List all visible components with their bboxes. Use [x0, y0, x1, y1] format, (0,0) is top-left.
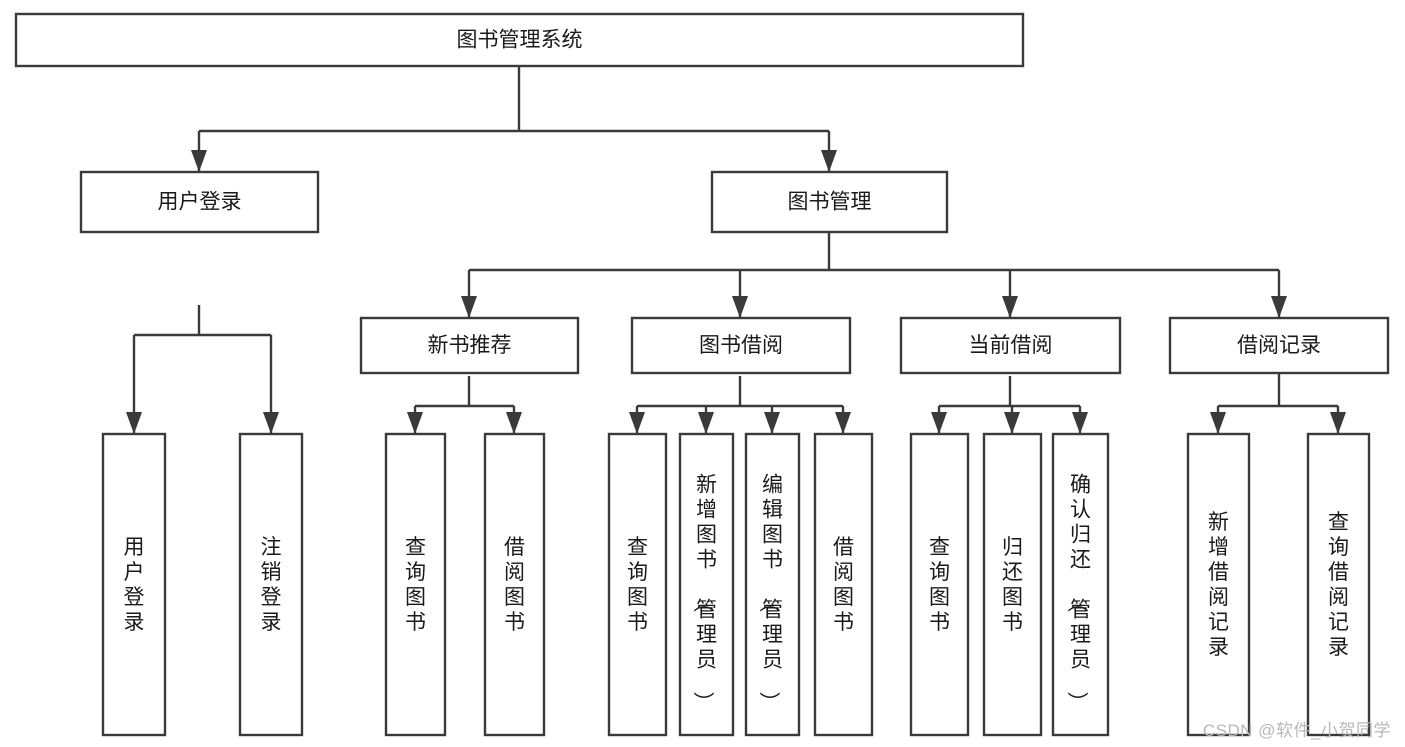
node-label-leaf-return-book: 归还图书 — [1002, 536, 1023, 634]
node-new-book-recommend[interactable]: 新书推荐 — [359, 316, 580, 375]
node-label-book-borrow: 图书借阅 — [699, 334, 783, 357]
arrow-head-icon — [821, 150, 837, 172]
arrow-head-icon — [1002, 296, 1018, 318]
arrow-head-icon — [1330, 412, 1346, 434]
arrow-head-icon — [263, 412, 279, 434]
node-label-new-book-recommend: 新书推荐 — [428, 334, 512, 357]
node-box-borrow-record — [1168, 316, 1390, 375]
node-book-borrow[interactable]: 图书借阅 — [630, 316, 852, 375]
arrow-head-icon — [931, 412, 947, 434]
node-leaf-query-record[interactable]: 查询借阅记录 — [1306, 432, 1371, 737]
arrow-head-icon — [698, 412, 714, 434]
node-leaf-logout[interactable]: 注销登录 — [238, 432, 304, 737]
node-box-root — [14, 12, 1025, 68]
node-book-manage[interactable]: 图书管理 — [710, 170, 949, 234]
node-leaf-query-book-3[interactable]: 查询图书 — [909, 432, 970, 737]
arrow-head-icon — [1210, 412, 1226, 434]
node-user-login[interactable]: 用户登录 — [79, 170, 320, 234]
node-leaf-edit-book[interactable]: 编辑图书（管理员） — [744, 432, 801, 737]
node-box-leaf-query-book-3 — [909, 432, 970, 737]
node-box-leaf-query-record — [1306, 432, 1371, 737]
node-label-book-manage: 图书管理 — [788, 191, 872, 214]
node-box-leaf-borrow-book-2 — [813, 432, 874, 737]
node-leaf-return-book[interactable]: 归还图书 — [982, 432, 1043, 737]
arrow-head-icon — [461, 296, 477, 318]
node-box-new-book-recommend — [359, 316, 580, 375]
arrow-head-icon — [407, 412, 423, 434]
arrow-head-icon — [835, 412, 851, 434]
node-leaf-query-book-1[interactable]: 查询图书 — [384, 432, 447, 737]
arrow-head-icon — [126, 412, 142, 434]
arrow-head-icon — [191, 150, 207, 172]
node-root[interactable]: 图书管理系统 — [14, 12, 1025, 68]
node-box-book-manage — [710, 170, 949, 234]
arrow-head-icon — [1072, 412, 1088, 434]
node-box-book-borrow — [630, 316, 852, 375]
node-leaf-add-book[interactable]: 新增图书（管理员） — [678, 432, 735, 737]
node-box-leaf-query-book-2 — [607, 432, 668, 737]
node-box-leaf-edit-book — [744, 432, 801, 737]
node-box-leaf-add-record — [1186, 432, 1251, 737]
node-label-borrow-record: 借阅记录 — [1237, 334, 1321, 357]
connectors-layer — [126, 66, 1346, 434]
node-box-leaf-user-login — [101, 432, 167, 737]
arrow-head-icon — [629, 412, 645, 434]
node-label-user-login: 用户登录 — [158, 191, 242, 214]
node-leaf-borrow-book-2[interactable]: 借阅图书 — [813, 432, 874, 737]
node-leaf-user-login[interactable]: 用户登录 — [101, 432, 167, 737]
node-label-leaf-query-book-2: 查询图书 — [627, 536, 648, 634]
node-box-user-login — [79, 170, 320, 234]
arrow-head-icon — [732, 296, 748, 318]
node-label-leaf-logout: 注销登录 — [261, 536, 282, 634]
node-label-leaf-user-login: 用户登录 — [124, 536, 145, 634]
node-leaf-add-record[interactable]: 新增借阅记录 — [1186, 432, 1251, 737]
arrow-head-icon — [506, 412, 522, 434]
node-box-leaf-query-book-1 — [384, 432, 447, 737]
node-leaf-borrow-book-1[interactable]: 借阅图书 — [483, 432, 546, 737]
node-label-leaf-edit-book: 编辑图书（管理员） — [757, 474, 783, 713]
arrow-head-icon — [1271, 296, 1287, 318]
nodes-layer: 图书管理系统用户登录图书管理新书推荐图书借阅当前借阅借阅记录用户登录注销登录查询… — [14, 12, 1390, 737]
node-box-leaf-return-book — [982, 432, 1043, 737]
node-leaf-confirm-return[interactable]: 确认归还（管理员） — [1051, 432, 1110, 737]
node-box-leaf-logout — [238, 432, 304, 737]
node-label-leaf-borrow-book-2: 借阅图书 — [833, 536, 854, 634]
node-label-leaf-borrow-book-1: 借阅图书 — [504, 536, 525, 634]
node-box-leaf-add-book — [678, 432, 735, 737]
arrow-head-icon — [764, 412, 780, 434]
node-label-current-borrow: 当前借阅 — [969, 334, 1053, 357]
node-borrow-record[interactable]: 借阅记录 — [1168, 316, 1390, 375]
node-label-root: 图书管理系统 — [457, 29, 583, 52]
node-box-current-borrow — [899, 316, 1122, 375]
arrow-head-icon — [1004, 412, 1020, 434]
node-label-leaf-query-book-1: 查询图书 — [405, 536, 426, 634]
node-current-borrow[interactable]: 当前借阅 — [899, 316, 1122, 375]
node-label-leaf-confirm-return: 确认归还（管理员） — [1065, 474, 1091, 713]
node-label-leaf-add-book: 新增图书（管理员） — [691, 474, 717, 713]
node-box-leaf-borrow-book-1 — [483, 432, 546, 737]
node-label-leaf-add-record: 新增借阅记录 — [1208, 511, 1229, 659]
node-box-leaf-confirm-return — [1051, 432, 1110, 737]
node-leaf-query-book-2[interactable]: 查询图书 — [607, 432, 668, 737]
node-label-leaf-query-book-3: 查询图书 — [929, 536, 950, 634]
node-label-leaf-query-record: 查询借阅记录 — [1328, 511, 1349, 659]
